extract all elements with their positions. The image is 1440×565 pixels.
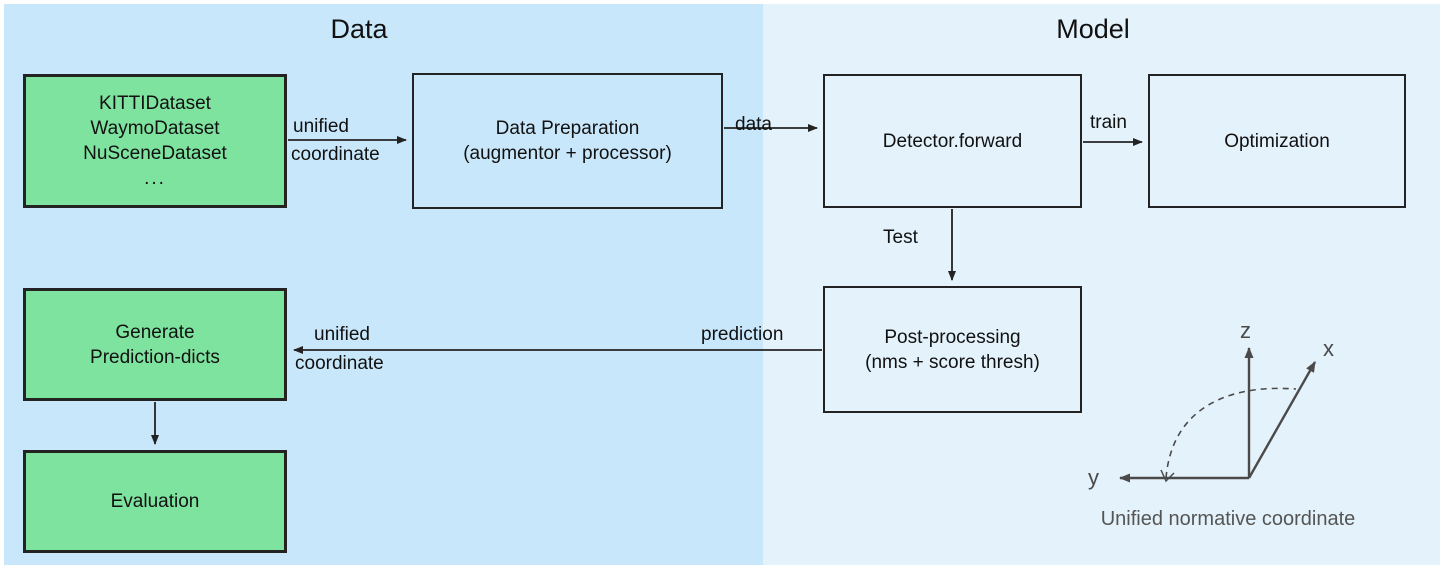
node-generate-prediction-dicts-line-2: Prediction-dicts (90, 346, 220, 368)
node-post-processing[interactable]: Post-processing (nms + score thresh) (823, 286, 1082, 413)
node-optimization-label: Optimization (1224, 130, 1330, 152)
edge-label-data: data (735, 114, 772, 135)
node-generate-prediction-dicts[interactable]: Generate Prediction-dicts (23, 288, 287, 401)
edge-label-unified-top: unified (293, 116, 349, 137)
node-optimization[interactable]: Optimization (1148, 74, 1406, 208)
axis-label-y: y (1088, 465, 1099, 490)
coordinate-system-caption: Unified normative coordinate (1100, 508, 1356, 530)
node-datasets-line-2: WaymoDataset (90, 118, 220, 139)
node-generate-prediction-dicts-line-1: Generate (115, 321, 195, 343)
node-data-preparation-line-1: Data Preparation (495, 118, 640, 139)
panel-title-data: Data (330, 14, 388, 44)
node-post-processing-line-2: (nms + score thresh) (865, 351, 1040, 373)
node-datasets-line-3: NuSceneDataset (83, 143, 227, 164)
node-evaluation[interactable]: Evaluation (23, 450, 287, 553)
node-data-preparation[interactable]: Data Preparation (augmentor + processor) (412, 73, 723, 209)
edge-label-prediction: prediction (701, 324, 784, 345)
node-detector-forward-label: Detector.forward (882, 130, 1023, 152)
node-post-processing-line-1: Post-processing (884, 326, 1021, 348)
node-evaluation-label: Evaluation (110, 491, 200, 512)
node-datasets-ellipsis: ... (144, 168, 166, 189)
edge-label-coordinate-bottom-2: coordinate (295, 353, 384, 374)
edge-label-train: train (1090, 112, 1127, 133)
node-detector-forward[interactable]: Detector.forward (823, 74, 1082, 208)
axis-label-x: x (1323, 336, 1334, 361)
node-datasets-line-1: KITTIDataset (99, 93, 211, 114)
panel-title-model: Model (1056, 14, 1130, 44)
edge-label-unified-top-2: unified (314, 324, 370, 345)
edge-label-test: Test (883, 227, 918, 248)
axis-label-z: z (1240, 318, 1251, 343)
node-datasets[interactable]: KITTIDataset WaymoDataset NuSceneDataset… (23, 74, 287, 208)
node-data-preparation-line-2: (augmentor + processor) (463, 143, 672, 164)
edge-label-coordinate-bottom: coordinate (291, 144, 380, 165)
